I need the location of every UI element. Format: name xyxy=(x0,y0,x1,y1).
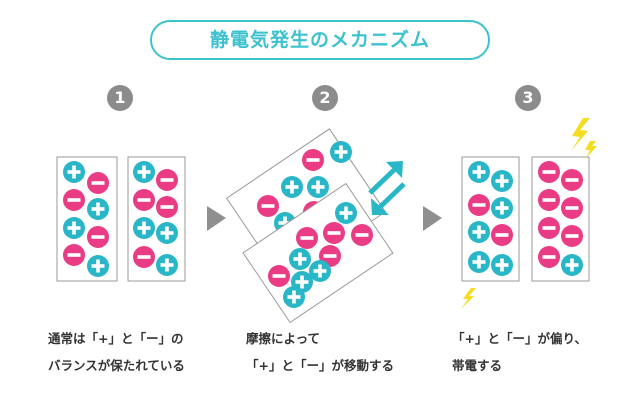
caption-step2: 摩擦によって 「+」と「ー」が移動する xyxy=(246,325,394,379)
caption-step1: 通常は「+」と「ー」の バランスが保たれている xyxy=(48,325,185,379)
step3-panel-left xyxy=(461,156,520,282)
caption-step3: 「+」と「ー」が偏り、 帯電する xyxy=(452,325,587,379)
caption-step2-line2: 「+」と「ー」が移動する xyxy=(246,358,394,373)
caption-step1-line1: 通常は「+」と「ー」の xyxy=(48,331,184,346)
step3-panel-right xyxy=(531,156,590,282)
caption-step3-line1: 「+」と「ー」が偏り、 xyxy=(452,331,587,346)
step-number-2: 2 xyxy=(312,85,338,111)
next-arrow-1 xyxy=(207,206,226,231)
next-arrow-2 xyxy=(423,206,442,231)
step1-panel-right xyxy=(127,156,186,282)
spark-small-icon xyxy=(461,288,476,309)
step-number-1: 1 xyxy=(107,85,133,111)
rubbing-arrows-icon xyxy=(368,161,406,215)
caption-step3-line2: 帯電する xyxy=(452,358,503,373)
diagram-title: 静電気発生のメカニズム xyxy=(150,20,490,60)
caption-step1-line2: バランスが保たれている xyxy=(48,358,185,373)
spark-icon xyxy=(571,118,597,158)
step-number-3: 3 xyxy=(515,85,541,111)
step1-panel-left xyxy=(56,156,118,282)
caption-step2-line1: 摩擦によって xyxy=(246,331,321,346)
